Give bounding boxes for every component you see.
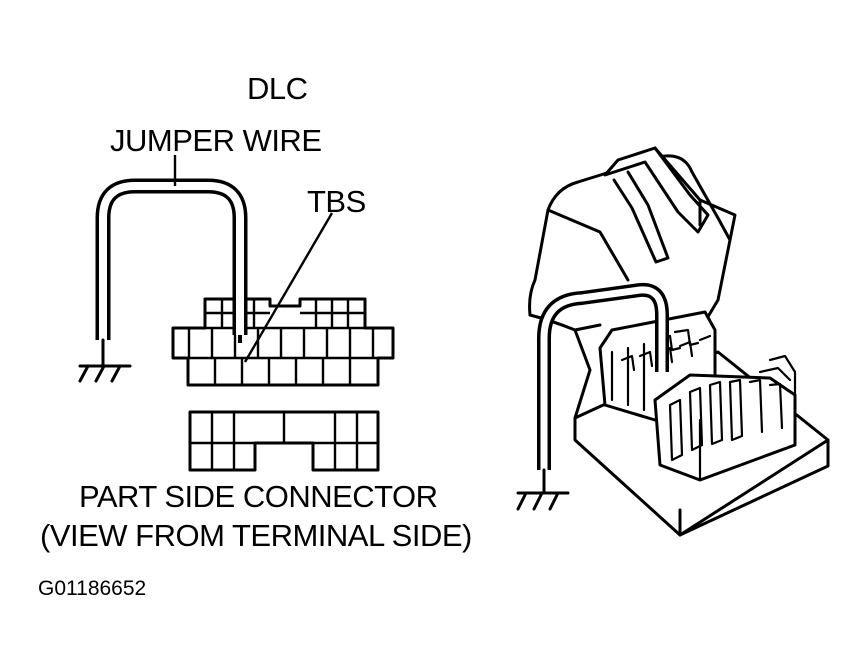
leader-lines xyxy=(173,155,334,363)
part-side-connector-label: PART SIDE CONNECTOR xyxy=(79,479,438,514)
tbs-label: TBS xyxy=(307,184,366,219)
connector-3d-illustration xyxy=(528,146,830,537)
part-side-connector-grid xyxy=(188,410,380,472)
figure-id: G01186652 xyxy=(38,577,147,600)
ground-symbol-right xyxy=(516,468,570,511)
view-from-terminal-side-label: (VIEW FROM TERMINAL SIDE) xyxy=(40,518,472,553)
jumper-wire-left xyxy=(95,178,248,343)
jumper-wire-right xyxy=(537,282,669,470)
jumper-wire-label: JUMPER WIRE xyxy=(110,123,322,158)
ground-symbol-left xyxy=(78,338,132,383)
dlc-connector-grid xyxy=(171,297,395,387)
dlc-label: DLC xyxy=(247,71,308,106)
